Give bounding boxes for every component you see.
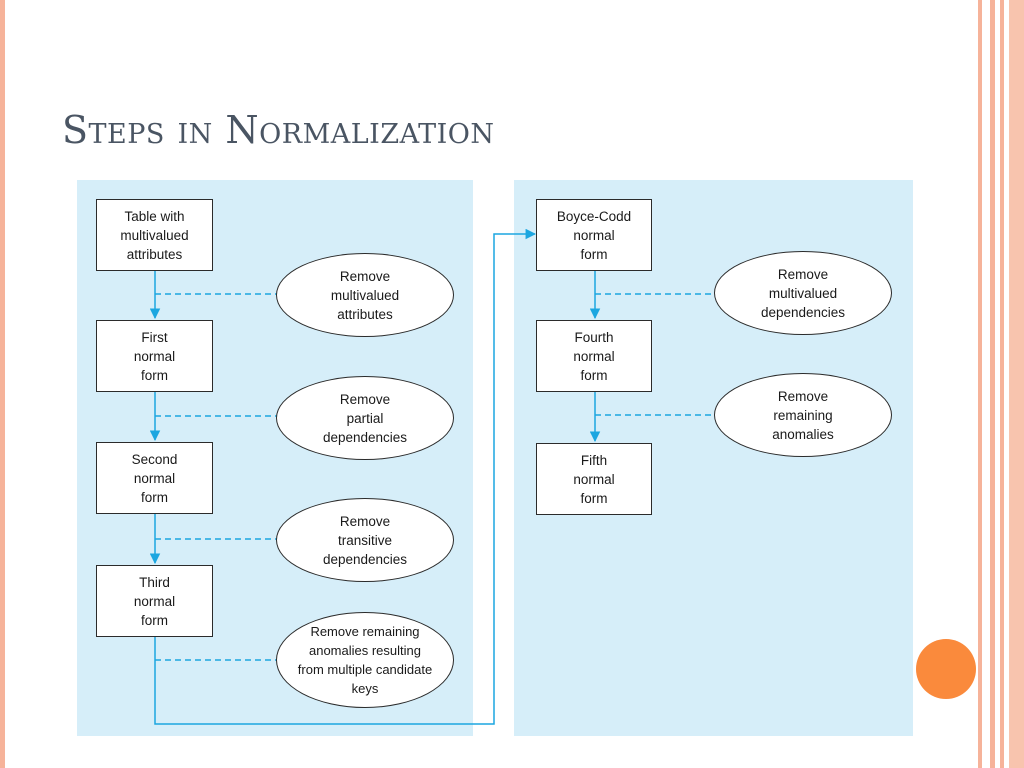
step-remove-multivalued-attributes: Remove multivalued attributes [276,253,454,337]
box-fifth-normal-form: Fifth normal form [536,443,652,515]
box-fourth-normal-form: Fourth normal form [536,320,652,392]
step-remove-partial-dependencies: Remove partial dependencies [276,376,454,460]
step-remove-remaining-anomalies: Remove remaining anomalies [714,373,892,457]
slide-title: Steps in Normalization [62,108,495,152]
box-boyce-codd-normal-form: Boyce-Codd normal form [536,199,652,271]
left-border-stripe [0,0,5,768]
box-second-normal-form: Second normal form [96,442,213,514]
right-border-stripes [978,0,1024,768]
step-remove-multivalued-dependencies: Remove multivalued dependencies [714,251,892,335]
step-remove-candidate-key-anomalies: Remove remaining anomalies resulting fro… [276,612,454,708]
box-table-multivalued: Table with multivalued attributes [96,199,213,271]
orange-accent-dot [916,639,976,699]
arrow-third-to-bcnf [154,228,537,725]
step-remove-transitive-dependencies: Remove transitive dependencies [276,498,454,582]
box-third-normal-form: Third normal form [96,565,213,637]
box-first-normal-form: First normal form [96,320,213,392]
